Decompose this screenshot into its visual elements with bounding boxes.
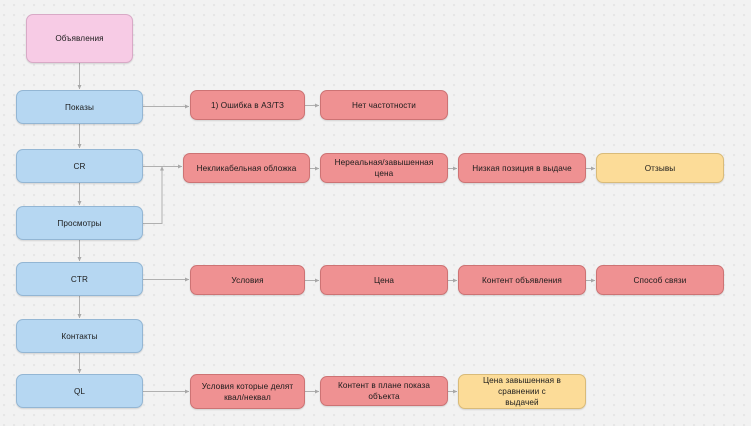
node-price-vs-market[interactable]: Цена завышенная в сравнении с выдачей xyxy=(458,374,586,409)
node-conditions[interactable]: Условия xyxy=(190,265,305,295)
node-ad-content[interactable]: Контент объявления xyxy=(458,265,586,295)
node-label: Некликабельная обложка xyxy=(196,163,297,173)
node-label: 1) Ошибка в АЗ/ТЗ xyxy=(210,100,285,110)
node-low-position[interactable]: Низкая позиция в выдаче xyxy=(458,153,586,183)
node-no-frequency[interactable]: Нет частотности xyxy=(320,90,448,120)
node-label: Цена завышенная в сравнении с выдачей xyxy=(483,376,561,407)
node-object-content-plan[interactable]: Контент в плане показа объекта xyxy=(320,376,448,406)
node-label: Нереальная/завышенная цена xyxy=(334,158,434,178)
node-label: CTR xyxy=(70,274,89,284)
node-ads[interactable]: Объявления xyxy=(26,14,133,63)
node-unreal-price[interactable]: Нереальная/завышенная цена xyxy=(320,153,448,183)
node-views[interactable]: Просмотры xyxy=(16,206,143,240)
node-impressions[interactable]: Показы xyxy=(16,90,143,124)
node-label: Контент в плане показа объекта xyxy=(337,381,431,401)
node-label: Просмотры xyxy=(57,218,102,228)
node-label: Нет частотности xyxy=(352,100,416,110)
node-label: QL xyxy=(73,386,86,396)
node-reviews[interactable]: Отзывы xyxy=(596,153,724,183)
node-contact-method[interactable]: Способ связи xyxy=(596,265,724,295)
node-price[interactable]: Цена xyxy=(320,265,448,295)
edge-views-merge xyxy=(143,166,165,224)
node-ql[interactable]: QL xyxy=(16,374,143,408)
node-label: Объявления xyxy=(55,34,104,43)
node-label: Цена xyxy=(373,275,395,285)
node-label: Условия которые делят квал/неквал xyxy=(201,381,294,402)
node-contacts[interactable]: Контакты xyxy=(16,319,143,353)
node-label: Способ связи xyxy=(633,275,687,285)
node-label: Контакты xyxy=(61,331,98,341)
node-error-az-tz[interactable]: 1) Ошибка в АЗ/ТЗ xyxy=(190,90,305,120)
node-unclickable-cover[interactable]: Некликабельная обложка xyxy=(183,153,310,183)
node-ctr[interactable]: CTR xyxy=(16,262,143,296)
node-label: CR xyxy=(73,161,86,171)
node-label: Отзывы xyxy=(644,163,676,173)
node-qual-conditions[interactable]: Условия которые делят квал/неквал xyxy=(190,374,305,409)
node-label: Показы xyxy=(65,102,94,112)
node-label: Условия xyxy=(231,275,264,285)
node-label: Низкая позиция в выдаче xyxy=(472,163,572,173)
node-label: Контент объявления xyxy=(482,275,562,285)
node-cr[interactable]: CR xyxy=(16,149,143,183)
